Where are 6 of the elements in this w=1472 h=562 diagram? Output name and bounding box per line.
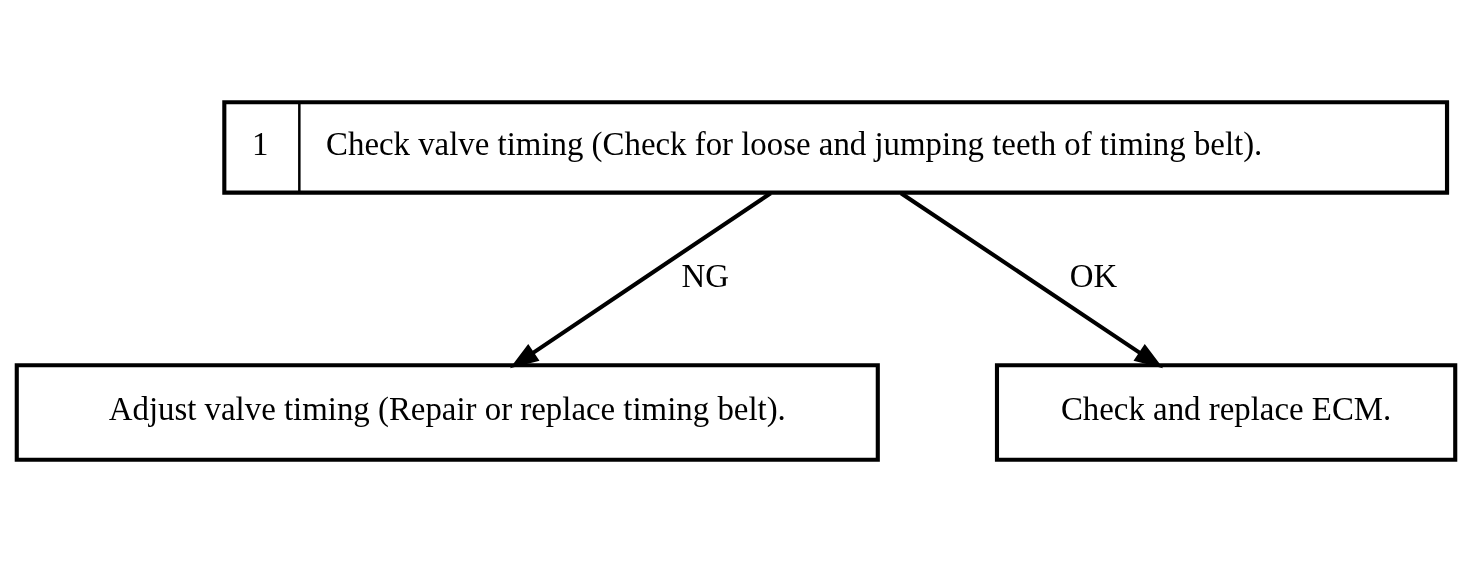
edge-label: NG: [681, 257, 729, 294]
edge-label: OK: [1069, 257, 1118, 294]
node-box: Adjust valve timing (Repair or replace timing belt).: [14, 363, 880, 462]
arrow: [509, 191, 772, 369]
node-box: Check and replace ECM.: [994, 363, 1458, 462]
arrow: [899, 191, 1164, 369]
